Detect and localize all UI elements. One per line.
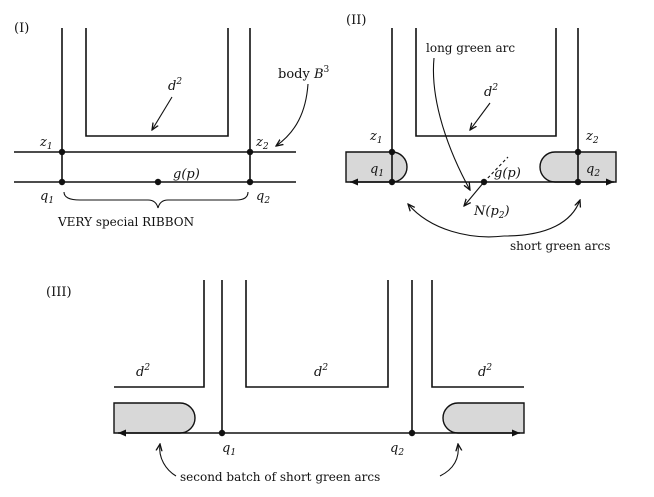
q2-label: q2 (256, 189, 270, 206)
point-z1 (388, 148, 396, 156)
point-gp (154, 178, 162, 186)
z2-label: z2 (585, 129, 599, 146)
disc-label-middle: d2 (314, 363, 328, 380)
short-arc-pointer-right (503, 200, 580, 237)
gp-label: g(p) (173, 167, 200, 182)
point-q2 (574, 178, 582, 186)
z1-label: z1 (39, 135, 53, 152)
long-arc-label: long green arc (426, 41, 515, 55)
point-z2 (246, 148, 254, 156)
q2-label: q2 (586, 162, 600, 179)
disc-boundary (245, 280, 389, 388)
batch-label: second batch of short green arcs (180, 470, 380, 484)
panel-two-label: (II) (346, 13, 366, 28)
disc-arrow (152, 96, 173, 130)
disc-boundary (415, 28, 557, 137)
short-arcs-label: short green arcs (510, 239, 610, 253)
point-z1 (58, 148, 66, 156)
disc-label: d2 (484, 83, 498, 100)
q2-label: q2 (390, 441, 404, 458)
point-q1 (388, 178, 396, 186)
disc-label: d2 (168, 77, 182, 94)
q1-label: q1 (40, 189, 54, 206)
short-arc-pointer-left (408, 204, 505, 238)
panel-three: (III) d2 d2 d2 q1 q2 second batch of sho… (46, 280, 525, 484)
normal-label: N(p2) (473, 204, 510, 221)
z2-label: z2 (255, 135, 269, 152)
normal-arrow (464, 181, 485, 206)
point-q1 (58, 178, 66, 186)
gp-label: g(p) (494, 166, 521, 181)
body-arrow (276, 83, 309, 146)
panel-three-label: (III) (46, 285, 72, 300)
right-corner-strand (431, 280, 524, 388)
panel-two: (II) d2 z1 z2 q1 q2 g(p) N(p2) long gree… (345, 13, 617, 253)
q1-label: q1 (370, 162, 384, 179)
batch-pointer-left (160, 444, 177, 477)
disc-label-left: d2 (136, 363, 150, 380)
point-q2 (408, 429, 416, 437)
disc-boundary (85, 28, 229, 137)
batch-pointer-right (439, 444, 458, 477)
ribbon-brace (63, 191, 249, 209)
point-z2 (574, 148, 582, 156)
shaded-region-right (442, 402, 525, 434)
normal-dashed (483, 156, 509, 183)
ribbon-caption: VERY special RIBBON (57, 215, 194, 229)
long-arc-arrow (432, 57, 470, 190)
left-corner-strand (114, 280, 205, 388)
q1-label: q1 (222, 441, 236, 458)
point-q1 (218, 429, 226, 437)
panel-one-label: (I) (14, 21, 29, 36)
panel-one: (I) d2 z1 z2 q1 q2 g(p) body B3 VERY spe… (14, 21, 330, 229)
disc-arrow (470, 102, 491, 130)
disc-label-right: d2 (478, 363, 492, 380)
point-q2 (246, 178, 254, 186)
shaded-region-left (113, 402, 196, 434)
z1-label: z1 (369, 129, 383, 146)
body-label: body B3 (278, 65, 330, 82)
